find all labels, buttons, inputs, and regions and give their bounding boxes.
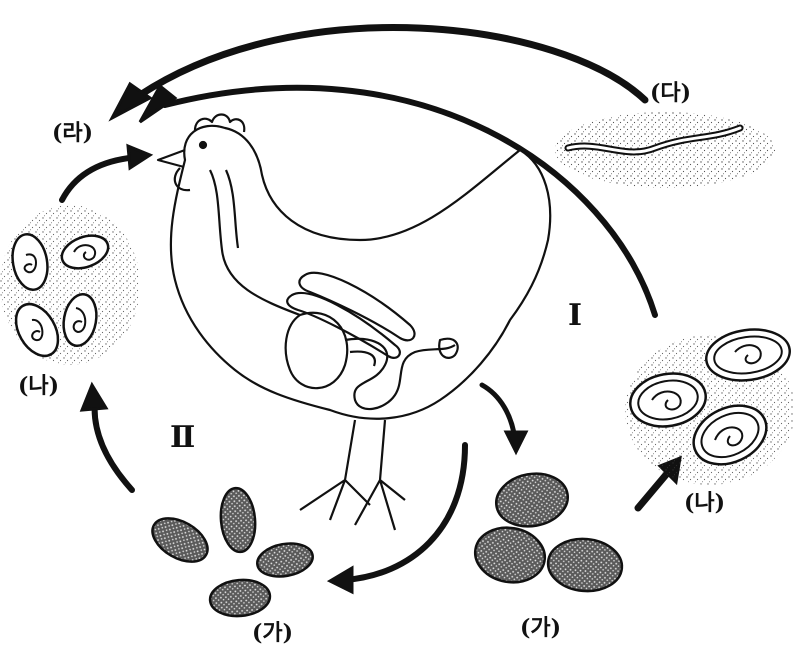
egg-ga-left-2 [218,487,257,554]
arrow-head-na-to-hen [128,146,150,168]
arrow-head-hen-to-ga-right [506,432,526,452]
arrow-head-hen-to-ga-left [330,568,352,592]
hen-beak [158,150,185,167]
hen-body [171,126,550,419]
arrow-ga-to-na-right [638,470,670,508]
arrow-ga-to-na-left [95,400,132,490]
arrow-head-ga-to-na-left [82,385,106,410]
unembryonated-eggs-left [145,487,315,619]
hen-leg-back [355,420,405,530]
label-ga-right: (가) [520,615,561,641]
label-ra: (라) [52,120,93,146]
label-da: (다) [650,80,691,106]
unembryonated-eggs-right [471,468,624,594]
label-stage-two: Ⅱ [170,420,195,455]
label-na-right: (나) [684,490,725,516]
egg-ga-right-3 [546,536,624,594]
egg-ga-left-3 [255,539,316,580]
hen-eye [200,142,206,148]
label-ga-left: (가) [252,620,293,646]
hen-illustration [158,115,550,531]
hen-leg-front [300,420,370,520]
egg-ga-left-4 [209,577,272,618]
arrow-na-to-hen [62,157,138,200]
egg-ga-right-1 [492,468,572,532]
label-na-left: (나) [18,373,59,399]
embryonated-eggs-left [0,205,140,365]
egg-ga-left-1 [145,509,215,570]
embryonated-eggs-right [625,324,793,485]
arrow-da-to-ra [140,28,645,100]
label-stage-one: Ⅰ [568,298,582,333]
egg-ga-right-2 [471,522,549,587]
earthworm-panel [555,112,775,188]
